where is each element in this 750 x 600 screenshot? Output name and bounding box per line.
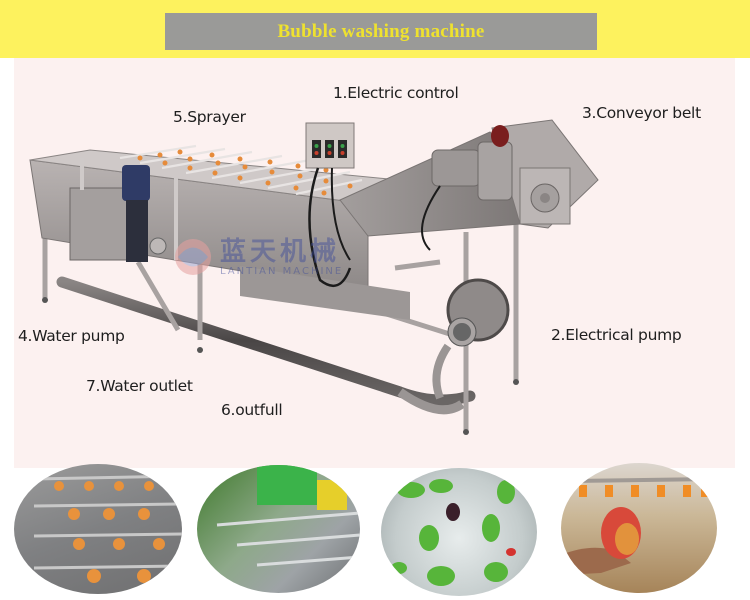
watermark-chinese: 蓝天机械 bbox=[220, 237, 341, 267]
peppers-graphic bbox=[391, 479, 516, 586]
sprayer-nozzles bbox=[137, 149, 353, 196]
frame-feet bbox=[42, 297, 519, 435]
photo-mango-sprayers bbox=[561, 463, 717, 593]
label-conveyor-belt: 3.Conveyor belt bbox=[582, 104, 701, 122]
photo-spray-nozzles bbox=[14, 464, 182, 594]
label-outfull: 6.outfull bbox=[221, 401, 283, 419]
title-bar: Bubble washing machine bbox=[165, 13, 597, 50]
sprayer-bars bbox=[119, 144, 363, 196]
label-sprayer: 5.Sprayer bbox=[173, 108, 246, 126]
label-electrical-pump: 2.Electrical pump bbox=[551, 326, 682, 344]
header-banner: Bubble washing machine bbox=[0, 0, 750, 58]
label-electric-control: 1.Electric control bbox=[333, 84, 459, 102]
watermark-logo bbox=[175, 239, 211, 275]
conveyor-motor bbox=[431, 125, 513, 201]
outfall-pipe bbox=[56, 276, 476, 415]
label-water-pump: 4.Water pump bbox=[18, 327, 125, 345]
label-water-outlet: 7.Water outlet bbox=[86, 377, 193, 395]
electric-control-box bbox=[305, 122, 441, 288]
electrical-pump-blower bbox=[432, 278, 510, 400]
mango-graphic bbox=[561, 477, 717, 575]
photo-peppers-bubbling bbox=[381, 468, 537, 596]
watermark-text: 蓝天机械 LANTIAN MACHINE bbox=[220, 238, 343, 277]
page-title: Bubble washing machine bbox=[277, 20, 485, 42]
water-pump bbox=[69, 158, 178, 262]
nozzle-rows-graphic bbox=[33, 474, 182, 583]
wash-tank-graphic bbox=[216, 465, 360, 567]
watermark-english: LANTIAN MACHINE bbox=[220, 266, 344, 277]
diagram-panel bbox=[14, 58, 735, 468]
photo-leafy-vegetables bbox=[197, 465, 360, 593]
